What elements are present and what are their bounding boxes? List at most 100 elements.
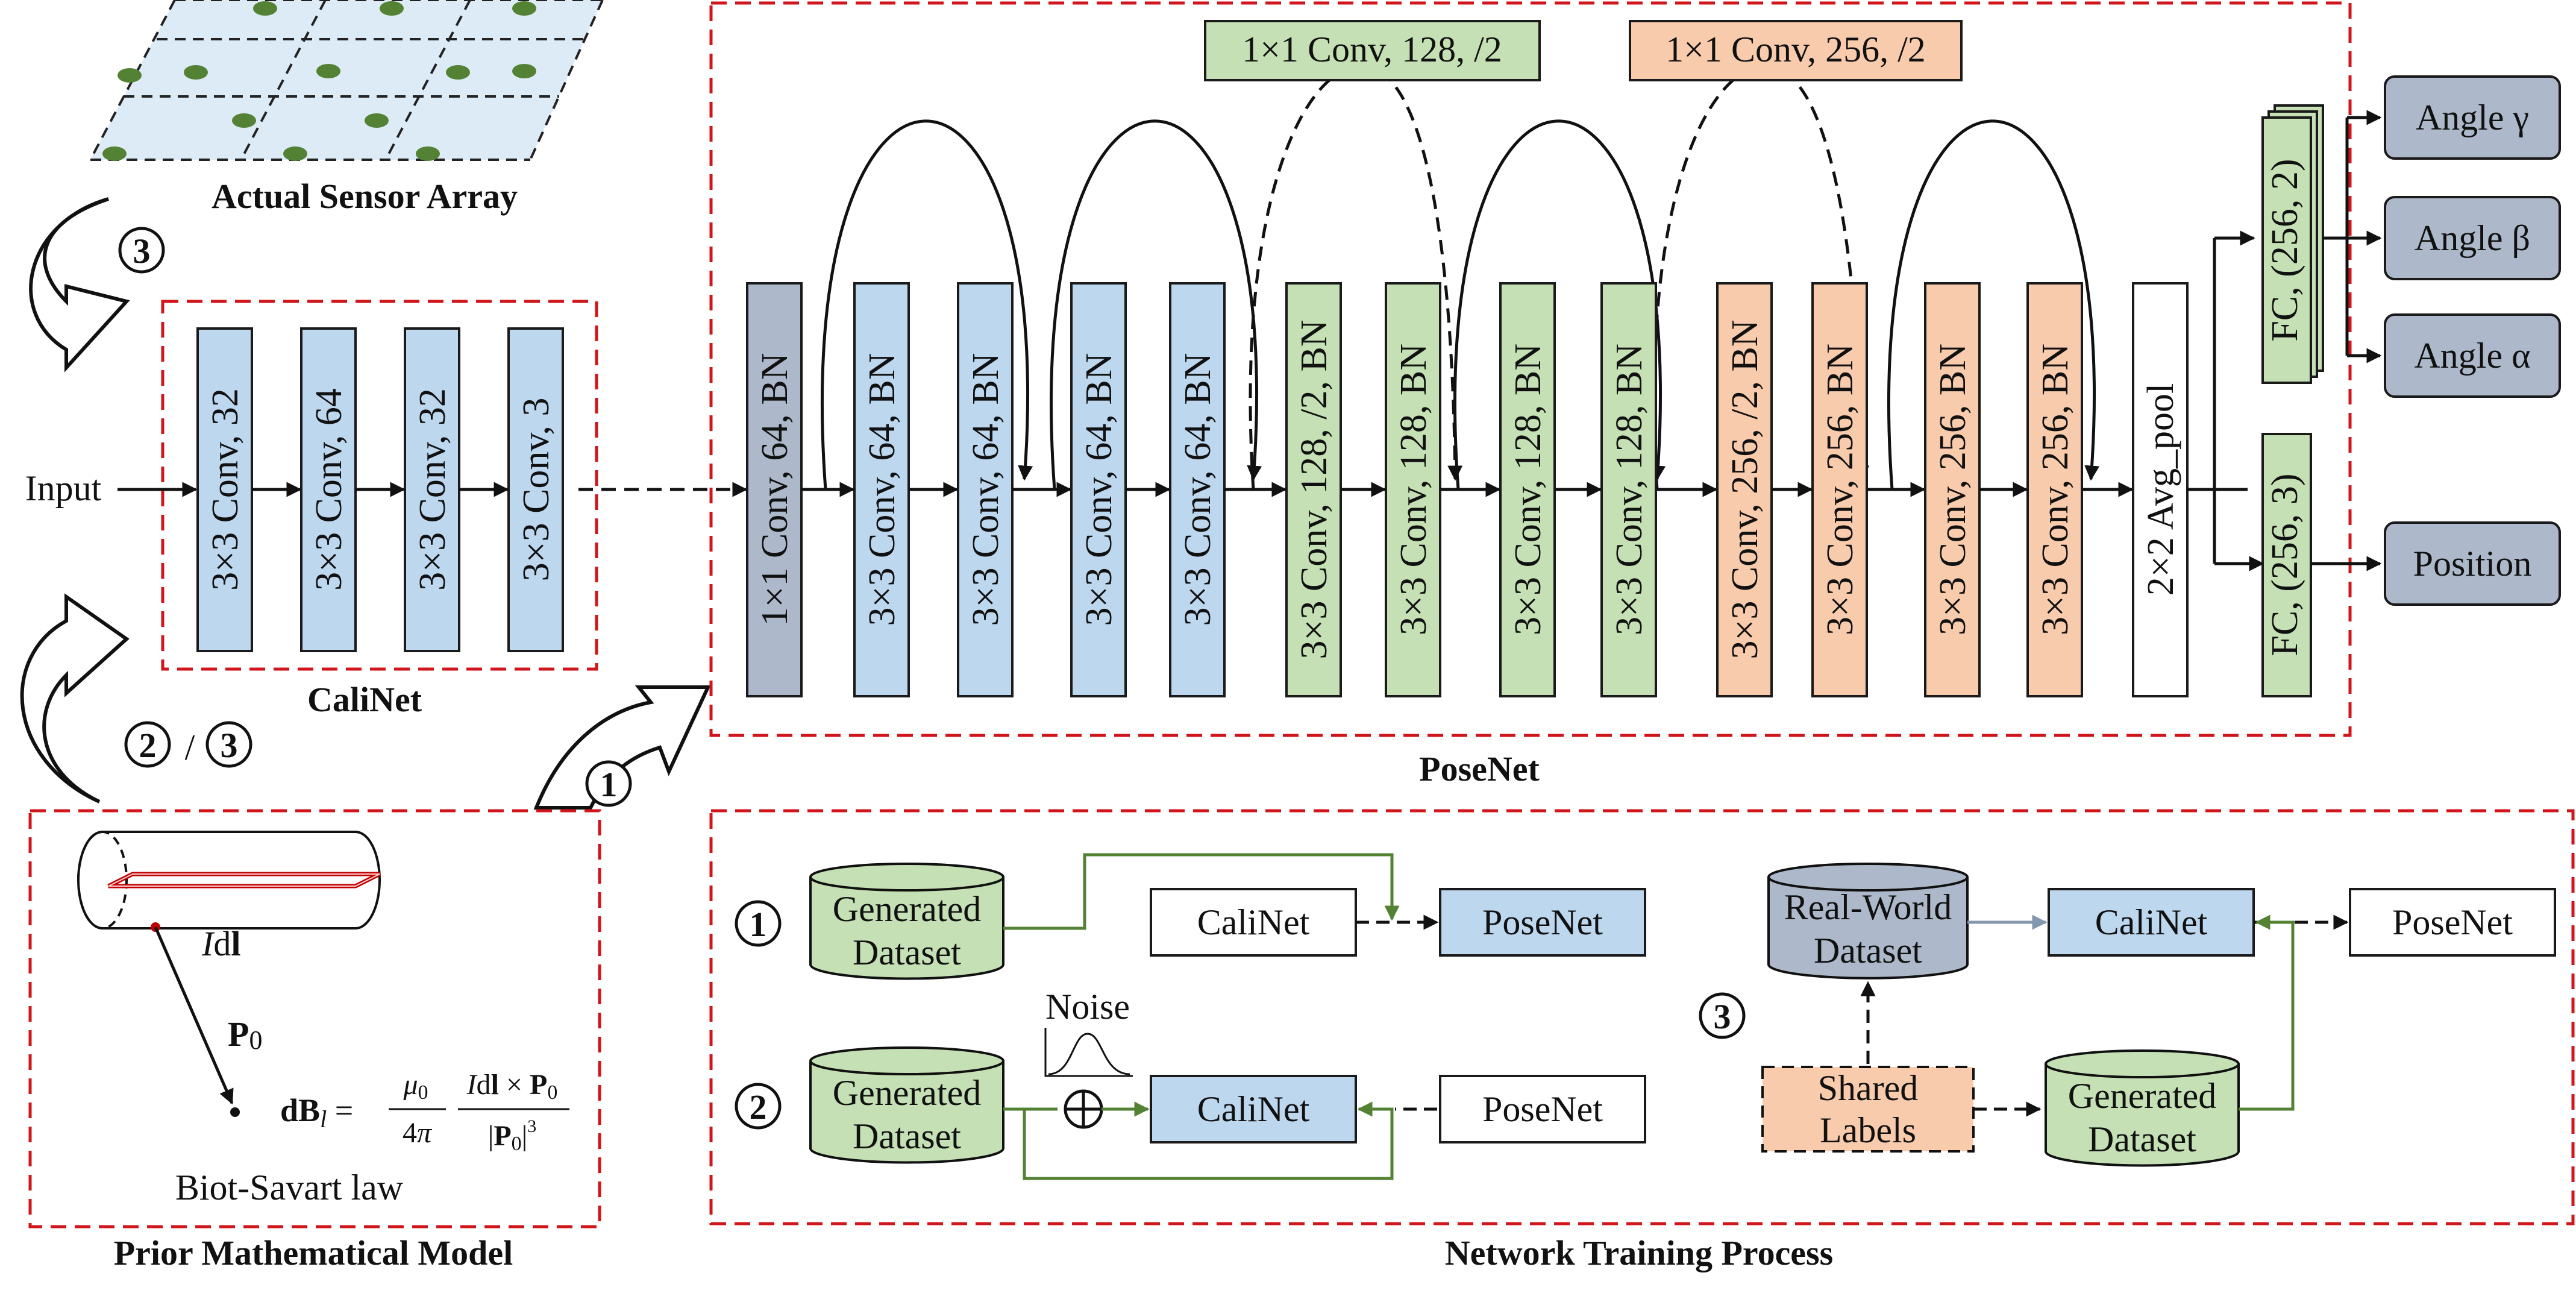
calinet-title: CaliNet xyxy=(307,680,422,719)
generated-dataset-3: Generated Dataset xyxy=(2045,1049,2240,1167)
posenet-layer: 1×1 Conv, 64, BN xyxy=(746,282,803,697)
shared-labels-box: Shared Labels xyxy=(1761,1066,1975,1153)
posenet-box-2: PoseNet xyxy=(1439,1075,1646,1143)
svg-text:Idl × P0: Idl × P0 xyxy=(466,1069,558,1104)
angle-output-box: Angle γ xyxy=(2384,75,2561,160)
svg-text:1: 1 xyxy=(600,765,618,804)
training-step-2: 2 xyxy=(735,1083,782,1130)
svg-text:3×3 Conv, 256, /2, BN: 3×3 Conv, 256, /2, BN xyxy=(1725,319,1766,659)
svg-text:3×3 Conv, 64, BN: 3×3 Conv, 64, BN xyxy=(862,353,903,626)
svg-text:Dataset: Dataset xyxy=(1814,931,1922,970)
posenet-layer: 3×3 Conv, 64, BN xyxy=(957,282,1014,697)
svg-text:3: 3 xyxy=(221,726,238,765)
posenet-box-3: PoseNet xyxy=(2349,888,2556,957)
svg-text:3×3 Conv, 256, BN: 3×3 Conv, 256, BN xyxy=(1932,344,1973,635)
svg-text:Real-World: Real-World xyxy=(1784,887,1952,927)
svg-text:3: 3 xyxy=(1714,997,1731,1036)
svg-text:3×3 Conv, 128, BN: 3×3 Conv, 128, BN xyxy=(1609,344,1650,635)
training-frame xyxy=(709,809,2575,1225)
step-2-3-badge: 2 / 3 xyxy=(124,721,252,768)
svg-text:Angle β: Angle β xyxy=(2415,218,2530,258)
svg-text:Generated: Generated xyxy=(833,1073,982,1113)
svg-text:FC, (256, 2): FC, (256, 2) xyxy=(2264,159,2305,341)
posenet-layer: 2×2 Avg_pool xyxy=(2132,282,2189,697)
svg-text:3×3 Conv, 64, BN: 3×3 Conv, 64, BN xyxy=(1079,353,1120,626)
prior-model-title: Prior Mathematical Model xyxy=(114,1233,513,1272)
generated-dataset-2: Generated Dataset xyxy=(809,1046,1004,1164)
svg-text:PoseNet: PoseNet xyxy=(1482,1089,1603,1129)
svg-text:3×3 Conv, 256, BN: 3×3 Conv, 256, BN xyxy=(2035,344,2076,635)
svg-text:3×3 Conv, 256, BN: 3×3 Conv, 256, BN xyxy=(1820,344,1861,635)
svg-text:4π: 4π xyxy=(403,1117,433,1149)
posenet-title: PoseNet xyxy=(1419,749,1540,788)
calinet-box-3: CaliNet xyxy=(2048,888,2255,957)
cylinder-graphic xyxy=(77,831,381,930)
biot-savart-caption: Biot-Savart law xyxy=(175,1168,404,1207)
angle-output-box: Angle α xyxy=(2384,313,2561,398)
current-element-label: Idl xyxy=(201,924,240,963)
calinet-layer: 3×3 Conv, 32 xyxy=(404,327,460,652)
svg-text:Position: Position xyxy=(2413,544,2532,584)
add-noise-icon xyxy=(1064,1089,1103,1129)
svg-text:3×3 Conv, 128, /2, BN: 3×3 Conv, 128, /2, BN xyxy=(1294,319,1335,659)
svg-text:Angle γ: Angle γ xyxy=(2416,98,2529,137)
svg-text:CaliNet: CaliNet xyxy=(2095,902,2208,942)
posenet-layer: 3×3 Conv, 256, BN xyxy=(2026,282,2083,697)
step-1-badge: 1 xyxy=(585,760,632,807)
training-step-3: 3 xyxy=(1699,992,1746,1039)
input-label: Input xyxy=(25,468,102,508)
svg-text:3×3 Conv, 3: 3×3 Conv, 3 xyxy=(516,398,557,582)
svg-text:/: / xyxy=(185,728,195,767)
real-world-dataset: Real-World Dataset xyxy=(1767,863,1969,980)
svg-text:3×3 Conv, 32: 3×3 Conv, 32 xyxy=(205,388,246,591)
calinet-layer: 3×3 Conv, 3 xyxy=(507,327,564,652)
noise-curve-icon xyxy=(1044,1028,1133,1077)
noise-label: Noise xyxy=(1045,987,1130,1027)
curved-arrow-down xyxy=(29,197,130,373)
svg-text:PoseNet: PoseNet xyxy=(1482,902,1603,942)
posenet-layer: 3×3 Conv, 128, BN xyxy=(1499,282,1556,697)
calinet-box-2: CaliNet xyxy=(1150,1075,1357,1143)
svg-text:PoseNet: PoseNet xyxy=(2392,902,2513,942)
svg-text:3×3 Conv, 128, BN: 3×3 Conv, 128, BN xyxy=(1393,344,1434,635)
posenet-layer: 3×3 Conv, 128, BN xyxy=(1385,282,1441,697)
position-output-box: Position xyxy=(2384,521,2561,606)
svg-text:3×3 Conv, 64, BN: 3×3 Conv, 64, BN xyxy=(965,353,1006,626)
sensor-array-title: Actual Sensor Array xyxy=(212,177,518,216)
training-step-1: 1 xyxy=(735,900,782,947)
svg-text:|P0|3: |P0|3 xyxy=(488,1116,537,1155)
curved-arrow-up xyxy=(20,593,130,804)
posenet-layer: 3×3 Conv, 256, /2, BN xyxy=(1716,282,1773,697)
svg-text:Generated: Generated xyxy=(2068,1076,2217,1116)
shortcut-label-256: 1×1 Conv, 256, /2 xyxy=(1629,20,1963,81)
calinet-layer: 3×3 Conv, 64 xyxy=(300,327,357,652)
svg-text:μ0: μ0 xyxy=(403,1069,428,1104)
svg-text:Dataset: Dataset xyxy=(853,1116,961,1156)
svg-text:Dataset: Dataset xyxy=(2088,1119,2196,1159)
sensor-array-graphic xyxy=(89,0,604,161)
calinet-layer: 3×3 Conv, 32 xyxy=(196,327,253,652)
posenet-layer: 3×3 Conv, 128, /2, BN xyxy=(1285,282,1342,697)
svg-text:2: 2 xyxy=(139,726,157,765)
svg-text:2×2 Avg_pool: 2×2 Avg_pool xyxy=(2140,383,2181,596)
svg-text:3×3 Conv, 64, BN: 3×3 Conv, 64, BN xyxy=(1177,353,1218,626)
svg-text:Shared: Shared xyxy=(1818,1068,1919,1108)
svg-text:CaliNet: CaliNet xyxy=(1197,902,1310,942)
svg-text:Labels: Labels xyxy=(1820,1110,1916,1150)
posenet-layer: 3×3 Conv, 64, BN xyxy=(1070,282,1127,697)
posenet-layer: 3×3 Conv, 64, BN xyxy=(1169,282,1226,697)
svg-text:FC, (256, 3): FC, (256, 3) xyxy=(2264,473,2305,656)
training-title: Network Training Process xyxy=(1445,1233,1833,1272)
svg-text:dBl =: dBl = xyxy=(280,1092,353,1133)
posenet-layer: 3×3 Conv, 128, BN xyxy=(1600,282,1657,697)
fc-angles-layer: FC, (256, 2) xyxy=(2261,104,2324,384)
svg-text:3: 3 xyxy=(133,231,151,271)
svg-text:1: 1 xyxy=(750,905,767,944)
svg-text:1×1 Conv, 128, /2: 1×1 Conv, 128, /2 xyxy=(1242,30,1502,69)
svg-text:3×3 Conv, 128, BN: 3×3 Conv, 128, BN xyxy=(1508,344,1549,635)
posenet-frame xyxy=(709,1,2352,737)
svg-text:Dataset: Dataset xyxy=(853,933,961,972)
svg-text:1×1 Conv, 256, /2: 1×1 Conv, 256, /2 xyxy=(1666,30,1926,69)
calinet-frame xyxy=(161,300,598,671)
